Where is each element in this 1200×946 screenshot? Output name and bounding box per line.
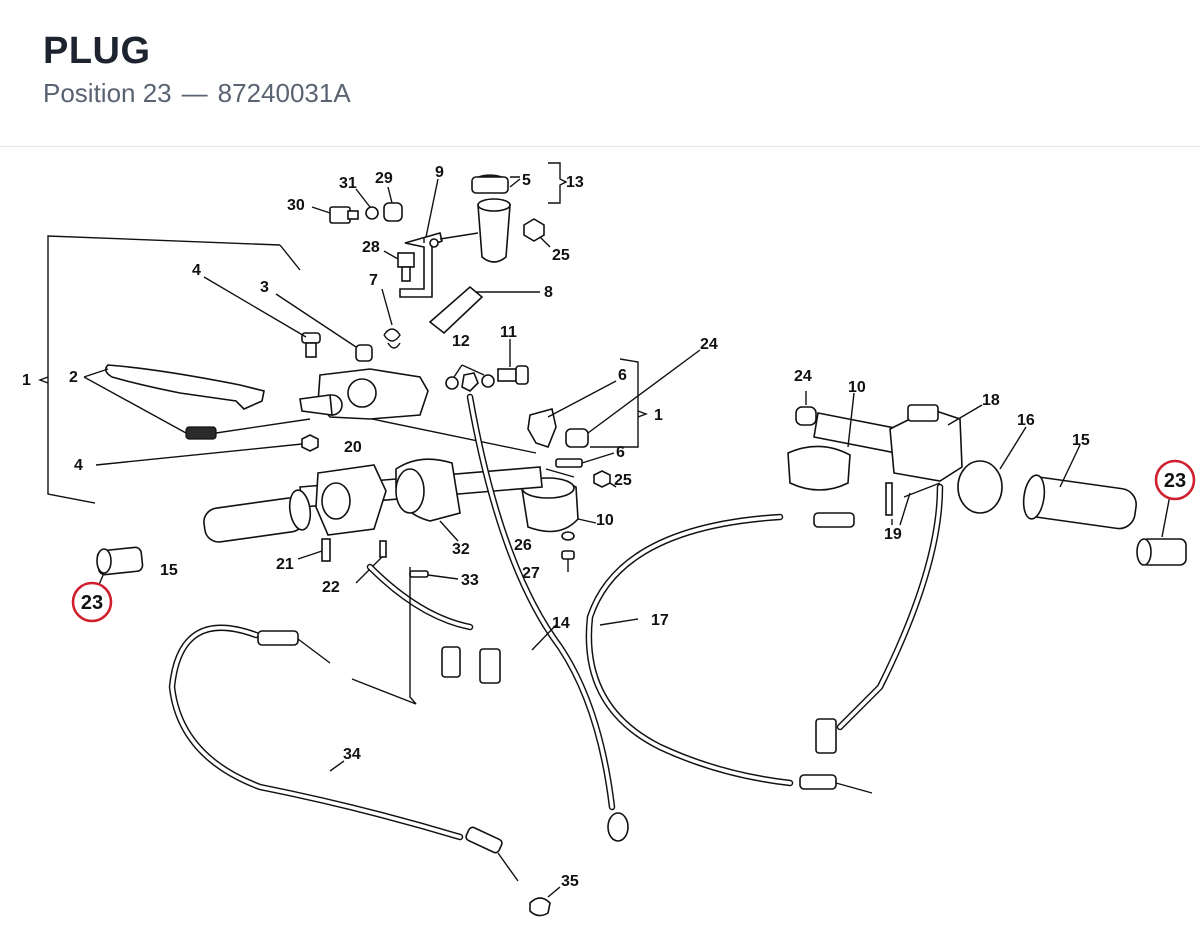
exploded-parts-diagram: 1 3 [0,147,1200,941]
callout-22: 22 [322,579,340,596]
position-label: Position 23 [43,78,172,108]
part-number: 87240031A [217,78,351,108]
callout-3: 3 [260,279,269,296]
group-1-bracket-left [38,235,301,504]
separator: — [181,78,208,108]
callout-5: 5 [522,172,531,189]
callout-25-top: 25 [552,247,570,264]
plug-23-right[interactable] [1136,494,1187,566]
right-handlebar-assembly [787,391,1137,530]
highlight-marker-23-right[interactable] [1154,459,1196,501]
callout-32: 32 [452,541,470,558]
callout-24-right: 24 [794,368,812,385]
callout-26: 26 [514,537,532,554]
callout-16: 16 [1017,412,1035,429]
callout-6-bottom: 6 [616,444,625,461]
callout-28: 28 [362,239,380,256]
plug-23-left[interactable] [96,546,144,588]
callout-20: 20 [344,439,362,456]
reservoir-assembly [311,162,568,349]
callout-24-center: 24 [700,336,718,353]
callout-15-right: 15 [1072,432,1090,449]
callout-4-top: 4 [192,262,201,279]
callout-6-top: 6 [618,367,627,384]
callout-34: 34 [343,746,361,763]
callout-35: 35 [561,873,579,890]
callout-4-bottom: 4 [74,457,83,474]
callout-30: 30 [287,197,305,214]
callout-27: 27 [522,565,540,582]
callout-19: 19 [884,526,902,543]
callout-1: 1 [22,372,31,389]
part-subtitle: Position 23 — 87240031A [43,78,351,109]
part-title: PLUG [43,30,151,72]
callout-1-right: 1 [654,407,663,424]
highlight-label-23-left: 23 [81,592,103,614]
callout-10-right: 10 [848,379,866,396]
callout-11: 11 [500,324,517,341]
callout-17: 17 [651,612,669,629]
callout-7: 7 [369,272,378,289]
page-header: PLUG Position 23 — 87240031A [0,0,1200,147]
cables [168,393,944,917]
callout-33: 33 [461,572,479,589]
callout-12: 12 [452,333,470,350]
callout-21: 21 [276,556,294,573]
callout-2: 2 [69,369,78,386]
left-lever-assembly [95,276,537,466]
callout-8: 8 [544,284,553,301]
callout-25-center: 25 [614,472,632,489]
callout-18: 18 [982,392,1000,409]
callout-14: 14 [552,615,570,632]
highlight-label-23-right: 23 [1164,470,1186,492]
callout-31: 31 [339,175,357,192]
callout-15-left: 15 [160,562,178,579]
left-handlebar-assembly [203,458,543,578]
callout-10-center: 10 [596,512,614,529]
callout-13: 13 [566,174,584,191]
callout-29: 29 [375,170,393,187]
callout-9: 9 [435,164,444,181]
highlight-marker-23-left[interactable] [71,581,113,623]
